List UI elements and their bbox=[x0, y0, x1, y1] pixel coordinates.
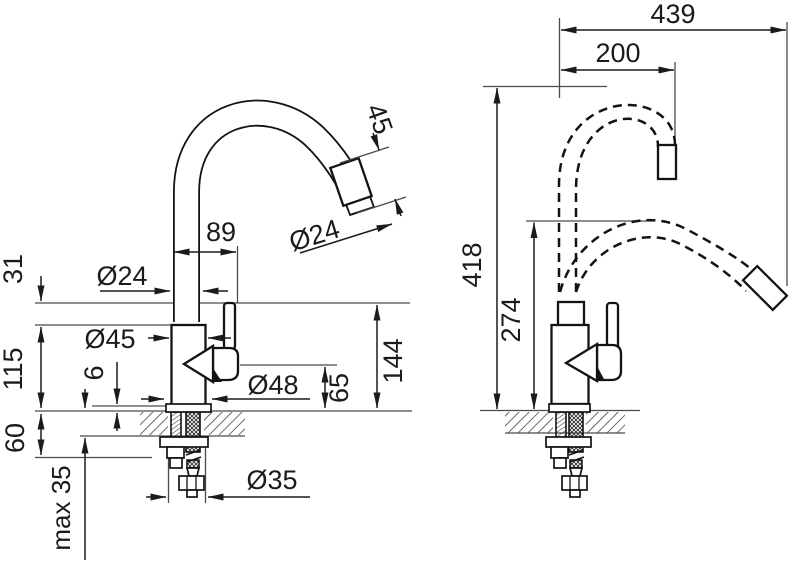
dim-60: 60 bbox=[0, 423, 30, 453]
dim-31: 31 bbox=[0, 254, 28, 284]
flex-spout-upper-position bbox=[557, 103, 678, 292]
mounting-washer-2 bbox=[545, 436, 592, 448]
right-view: 439 200 418 274 bbox=[457, 0, 789, 498]
dim-tip-diameter: Ø24 bbox=[286, 214, 393, 258]
base-plate bbox=[165, 403, 212, 413]
handle-lever bbox=[222, 301, 237, 351]
dim-outlet-height: 274 bbox=[496, 222, 538, 410]
lower-tip-aerator bbox=[741, 264, 789, 312]
dim-o24-pipe: Ø24 bbox=[96, 261, 147, 291]
handle-shadow bbox=[213, 368, 222, 382]
aerator-ring bbox=[328, 156, 374, 208]
dim-o45: Ø45 bbox=[84, 324, 135, 354]
dim-115: 115 bbox=[0, 347, 28, 390]
dim-6: 6 bbox=[79, 365, 109, 380]
dim-hole-diameter: Ø35 bbox=[146, 465, 310, 501]
dim-45: 45 bbox=[360, 100, 398, 138]
base-plate-2 bbox=[548, 403, 591, 413]
left-view: 31 115 60 max 35 6 89 Ø24 Ø45 Ø48 bbox=[0, 100, 412, 560]
handle-base bbox=[211, 346, 240, 382]
stud-end-2 bbox=[553, 457, 567, 469]
left-dimensions: 31 115 60 max 35 6 bbox=[0, 254, 121, 560]
threaded-stud-2 bbox=[555, 411, 567, 439]
stud-end bbox=[169, 457, 183, 469]
dim-heights-right: 65 144 bbox=[321, 304, 408, 409]
dim-base-diameter: Ø48 bbox=[141, 370, 310, 403]
dim-total-height: 418 bbox=[457, 87, 501, 410]
dim-max-35: max 35 bbox=[46, 465, 76, 550]
dim-274: 274 bbox=[496, 297, 526, 342]
dim-o24-tip: Ø24 bbox=[286, 214, 344, 258]
dim-89: 89 bbox=[206, 217, 236, 247]
left-faucet-body bbox=[165, 301, 240, 413]
hose-hex-nut-2 bbox=[561, 475, 588, 491]
mounting-nut bbox=[166, 446, 185, 459]
dim-upper-reach: 200 bbox=[560, 38, 675, 74]
flex-spout-lower-position bbox=[558, 218, 789, 312]
handle-lever-2 bbox=[605, 301, 620, 351]
hose-ferrule-2 bbox=[568, 467, 584, 477]
hose-hex-nut bbox=[178, 475, 205, 491]
mounting-washer bbox=[159, 436, 209, 448]
body-wedge bbox=[181, 343, 215, 385]
body-wedge-2 bbox=[563, 341, 599, 383]
spout-holder bbox=[556, 300, 586, 328]
threaded-stud bbox=[170, 411, 182, 439]
dim-200: 200 bbox=[595, 38, 640, 68]
dim-o48: Ø48 bbox=[247, 370, 298, 400]
upper-tip-aerator bbox=[656, 143, 678, 181]
hose-tail-2 bbox=[569, 489, 581, 498]
hose-tail bbox=[186, 489, 198, 498]
dim-max-reach: 439 bbox=[560, 0, 787, 34]
mounting-nut-2 bbox=[550, 446, 569, 459]
dim-pipe-diameter: Ø24 bbox=[96, 261, 228, 295]
dim-spout-offset: 89 bbox=[173, 217, 237, 256]
dim-418: 418 bbox=[457, 242, 487, 287]
dim-o35: Ø35 bbox=[246, 465, 297, 495]
dim-144: 144 bbox=[378, 338, 408, 383]
spout-tube bbox=[173, 99, 376, 322]
dim-body-diameter: Ø45 bbox=[84, 324, 231, 354]
dim-65: 65 bbox=[324, 373, 354, 403]
dim-439: 439 bbox=[650, 0, 695, 29]
handle-shadow-2 bbox=[597, 366, 605, 381]
hose-ferrule bbox=[185, 467, 201, 477]
handle-base-2 bbox=[595, 343, 623, 382]
right-faucet-body bbox=[548, 300, 623, 413]
left-counter-slab bbox=[35, 410, 412, 459]
